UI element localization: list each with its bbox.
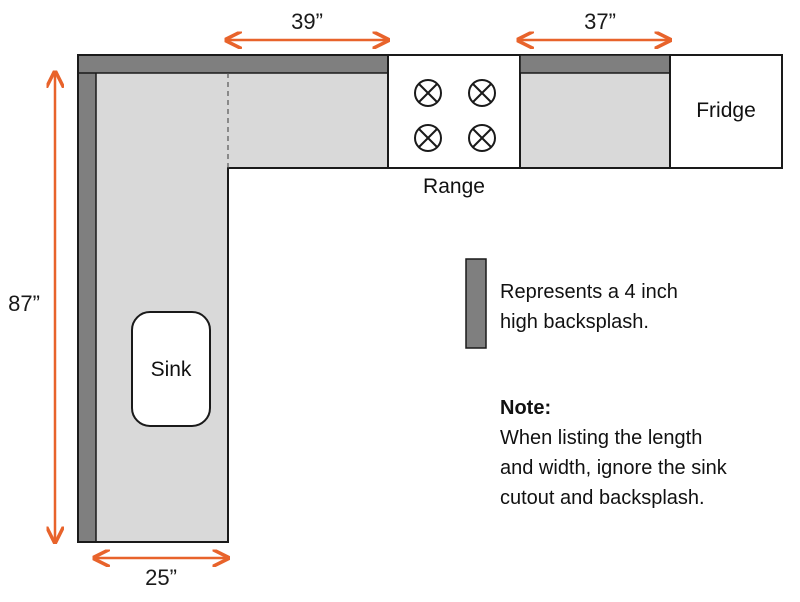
backsplash-legend-swatch — [465, 258, 487, 349]
counter-surface — [77, 54, 389, 543]
note-line-3: cutout and backsplash. — [500, 487, 705, 509]
note-line-2: and width, ignore the sink — [500, 457, 728, 479]
backsplash-top — [77, 54, 389, 74]
legend-line-1: Represents a 4 inch — [500, 281, 678, 303]
fridge-label: Fridge — [696, 99, 756, 122]
burner-icon — [414, 79, 442, 107]
sink-label: Sink — [151, 358, 192, 381]
fridge-block — [669, 54, 783, 169]
legend-line-2: high backsplash. — [500, 311, 649, 333]
note-heading: Note: — [500, 397, 551, 419]
sink-cutout — [131, 311, 211, 427]
dimension-label-top-left: 39” — [291, 9, 323, 34]
range-block — [387, 54, 521, 169]
burner-icon — [414, 124, 442, 152]
backsplash-right — [519, 54, 671, 74]
dimension-label-bottom: 25” — [145, 565, 177, 590]
counter-right-segment — [519, 54, 671, 169]
note-line-1: When listing the length — [500, 427, 702, 449]
burner-icon — [468, 124, 496, 152]
backsplash-left — [77, 54, 97, 543]
dimension-label-left: 87” — [8, 291, 40, 316]
dimension-label-top-right: 37” — [584, 9, 616, 34]
range-label: Range — [423, 175, 485, 198]
burner-icon — [468, 79, 496, 107]
